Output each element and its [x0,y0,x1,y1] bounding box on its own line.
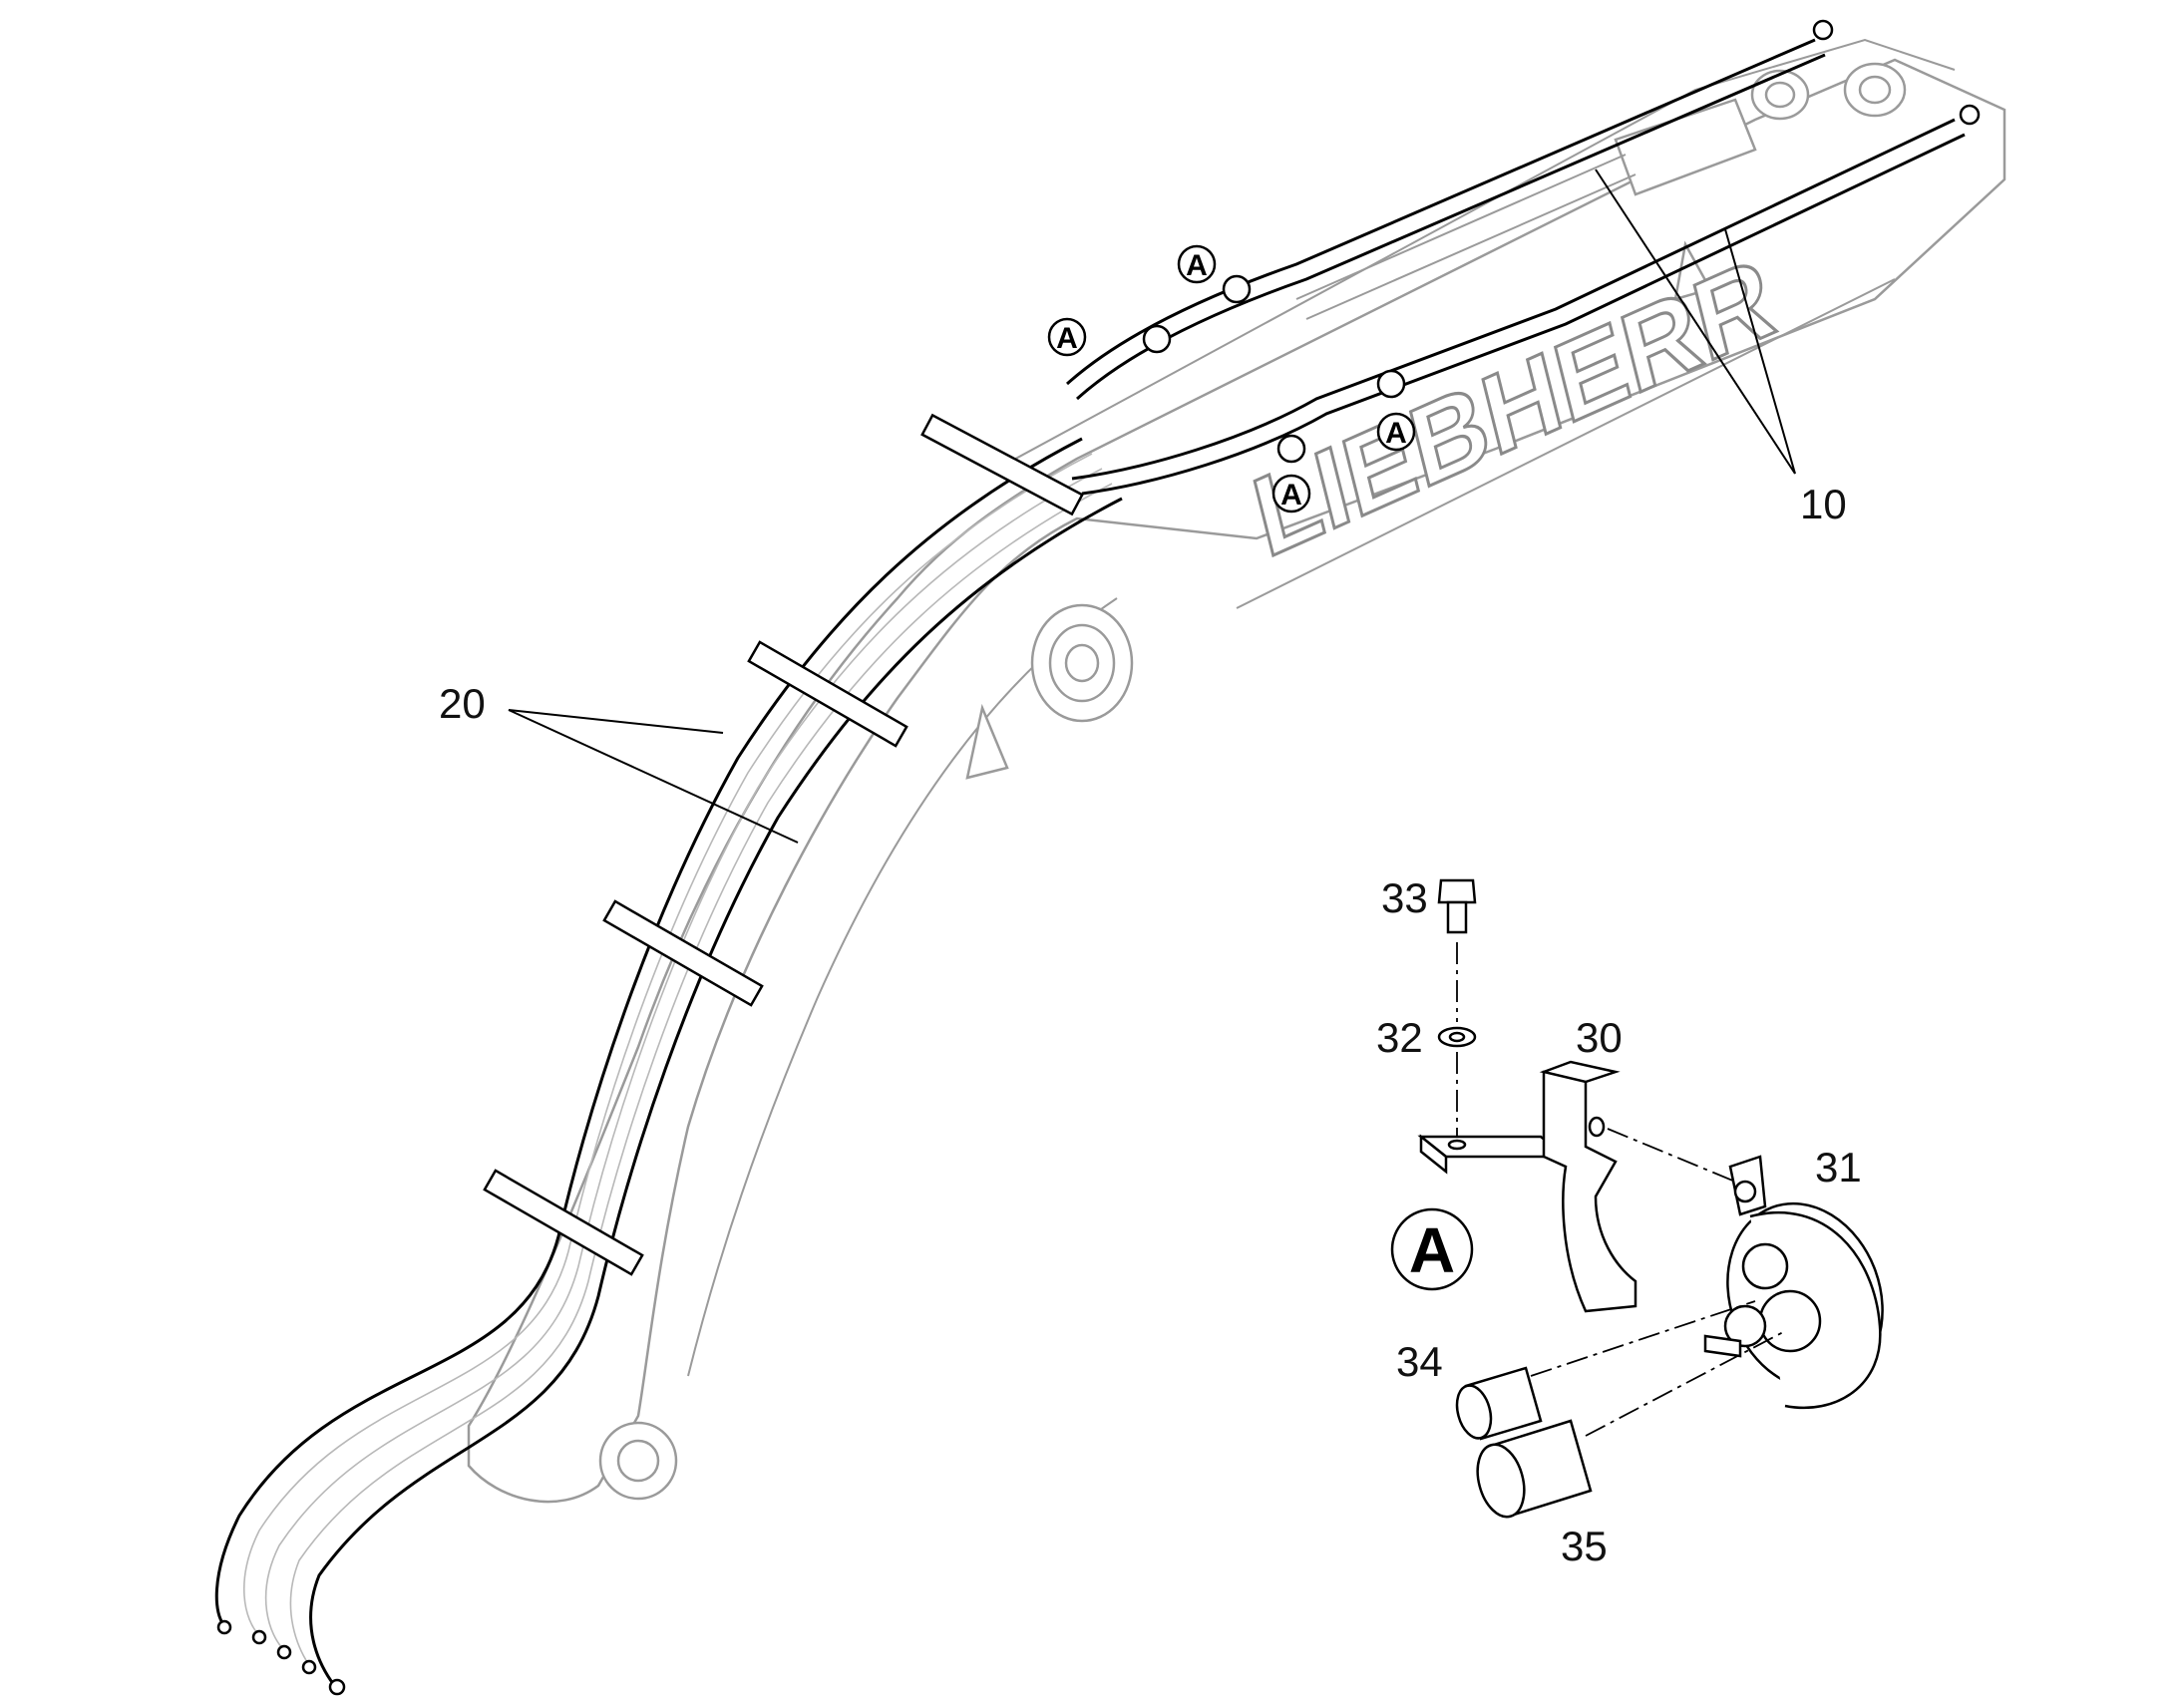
hose-fitting [276,1644,292,1660]
boom-side-seam [687,597,1118,1377]
part-33-bolt: 33 [1381,874,1477,934]
view-marker-a-2: A [1177,244,1217,284]
svg-text:33: 33 [1381,874,1428,921]
assembly-axis [1530,1300,1756,1377]
pipe-clamp [1376,369,1406,399]
part-34-bushing: 34 [1396,1338,1543,1441]
svg-text:35: 35 [1561,1523,1608,1569]
part-30-bracket: 30 [1417,1014,1637,1313]
hose-clamp [920,413,1084,516]
callout-20: 20 [439,680,799,844]
hose-clamp [602,899,764,1007]
assembly-axis [1607,1128,1736,1183]
hose-clamp [747,640,908,748]
detail-a: A 33 32 30 [1376,874,1884,1569]
part-31-clamp-housing: 31 [1703,1144,1884,1410]
pipe-clamp [1276,434,1306,464]
svg-text:A: A [1385,417,1407,450]
hydraulic-cylinder [1295,98,1757,320]
svg-text:32: 32 [1376,1014,1423,1061]
callout-10: 10 [1595,169,1847,527]
detail-a-marker: A [1390,1207,1474,1291]
pipe-clamp [1142,324,1172,354]
pipe-end-fitting [1959,104,1981,126]
view-marker-a-1: A [1047,317,1087,357]
svg-text:34: 34 [1396,1338,1443,1385]
boom-pivot [1030,603,1134,723]
hose-fitting [251,1629,267,1645]
part-35-bushing: 35 [1476,1419,1608,1569]
warning-decal [965,703,1009,780]
boom-lower-seam [1236,278,1896,609]
hose-clamp [483,1169,644,1276]
view-marker-a-3: A [1376,412,1416,452]
pipe-clamp [1222,274,1252,304]
pipe-end-fitting [1812,19,1834,41]
svg-text:20: 20 [439,680,486,727]
hose-fitting [301,1659,317,1675]
warning-decal-2 [1673,240,1712,301]
svg-text:A: A [1056,322,1078,355]
boom-top-eyes [1750,62,1907,121]
pipe-lines-10 [1065,19,1981,496]
bucket-pivot [598,1421,678,1501]
svg-text:A: A [1186,249,1208,282]
boom-outline [467,58,2006,1504]
hose-fitting [216,1619,232,1635]
view-marker-a-4: A [1272,474,1311,513]
svg-text:10: 10 [1800,481,1847,527]
svg-text:A: A [1280,479,1302,512]
part-32-washer: 32 [1376,1014,1477,1061]
hose-bundle-20 [214,413,1123,1696]
svg-text:30: 30 [1576,1014,1623,1061]
hose-fitting [328,1678,346,1696]
boom-top-plate [996,38,1956,470]
svg-text:31: 31 [1815,1144,1862,1191]
svg-text:A: A [1409,1214,1455,1286]
